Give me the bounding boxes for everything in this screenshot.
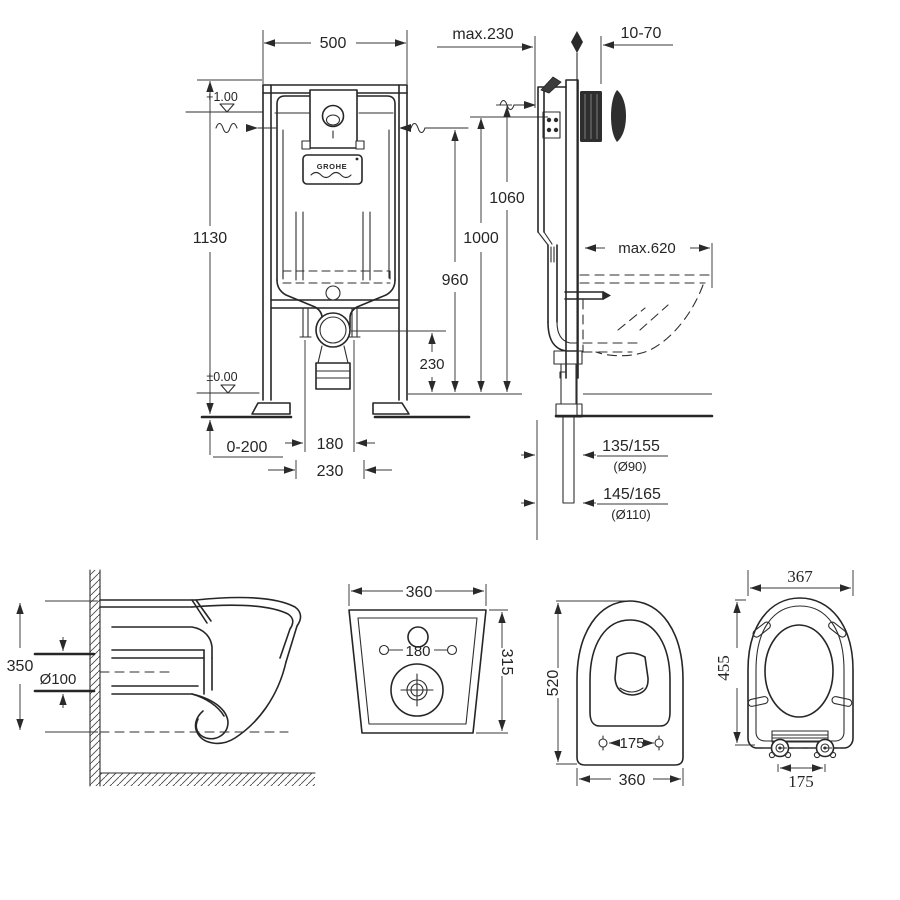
dim-inlet-diameter: Ø100 <box>40 671 77 688</box>
dim-wall-finish: 10-70 <box>621 25 662 42</box>
dim-foot-adjust: 0-200 <box>227 439 268 456</box>
dim-rear-bolt-spacing: 180 <box>405 643 430 660</box>
seat-hinges <box>763 730 840 759</box>
dim-actuation-min: 960 <box>442 272 469 289</box>
dim-seat-depth: 455 <box>714 655 733 681</box>
rear-bolt-hole-right <box>446 644 458 656</box>
bowl-rear-view: 360 180 315 <box>348 584 515 734</box>
dim-rear-height: 315 <box>498 649 515 676</box>
flush-valve-window <box>301 89 365 150</box>
dim-outlet-90: 135/155 <box>602 438 660 455</box>
rear-inlet-boss <box>390 663 444 717</box>
brand-label: GROHE <box>317 162 348 171</box>
dim-pipe-spacing: 230 <box>317 463 344 480</box>
floor-section <box>100 773 315 786</box>
rear-bolt-hole-left <box>378 644 390 656</box>
dim-plan-width: 360 <box>619 772 646 789</box>
level-zero-label: ±0.00 <box>206 370 237 384</box>
bowl-hidden-outline <box>579 274 713 357</box>
dim-plan-bolt-spacing: 175 <box>619 735 644 752</box>
dim-frame-width: 500 <box>320 35 347 52</box>
plan-bolt-right <box>654 738 664 748</box>
seat-opening <box>764 624 834 718</box>
plan-bolt-left <box>598 738 608 748</box>
side-rail <box>565 79 579 379</box>
rear-body <box>348 609 487 734</box>
actuation-arrow-side <box>499 99 536 111</box>
bowl-profile <box>99 596 302 745</box>
dim-bolt-spacing: 180 <box>317 436 344 453</box>
dim-actuation-max: 1060 <box>489 190 525 207</box>
actuation-arrow-right <box>399 122 469 134</box>
frame-foot-left <box>251 402 291 415</box>
drain-elbow <box>315 285 446 390</box>
seat-bumpers <box>747 621 853 707</box>
plan-outer-rim <box>576 600 684 766</box>
flush-plate <box>580 90 626 142</box>
frame-front-view: 500 1130 +1.00 ±0.00 <box>185 30 548 480</box>
dim-frame-height: 1130 <box>193 230 228 247</box>
grohe-badge: GROHE <box>302 154 363 185</box>
level-symbol-zero <box>220 384 236 394</box>
dim-bowl-height: 350 <box>7 658 34 675</box>
dim-rear-width: 360 <box>406 584 433 601</box>
dim-outlet-110: 145/165 <box>603 486 661 503</box>
actuation-arrow-left <box>215 122 278 134</box>
dim-seat-hinge-spacing: 175 <box>788 772 814 791</box>
dim-plan-depth: 520 <box>545 670 562 697</box>
seat-plan-view: 367 455 175 <box>714 567 854 791</box>
dim-frame-depth: max.230 <box>452 26 513 43</box>
frame-side-view: max.230 10-70 <box>437 25 714 540</box>
plan-water-spot <box>614 652 649 696</box>
bowl-bracket <box>564 291 604 300</box>
seat-outline <box>747 597 854 749</box>
dim-outlet-90-dia: (Ø90) <box>613 459 646 474</box>
wall-face-marker <box>571 31 583 53</box>
level-symbol-upper <box>219 103 235 113</box>
dim-bowl-reach: max.620 <box>618 240 676 257</box>
bowl-plan-view: 520 175 360 <box>545 600 684 789</box>
dim-seat-width: 367 <box>787 567 813 586</box>
level-upper-label: +1.00 <box>206 90 238 104</box>
actuator-plate <box>611 90 626 142</box>
frame-foot-right <box>372 402 410 415</box>
dim-outlet-height: 230 <box>419 356 444 373</box>
flush-valve-knob <box>321 104 345 128</box>
rear-drain-hole <box>407 626 429 648</box>
plan-inner-rim <box>589 619 671 727</box>
frame-rails <box>262 84 408 401</box>
wall-section <box>90 570 100 786</box>
cistern-profile <box>537 76 583 504</box>
dim-outlet-110-dia: (Ø110) <box>611 507 651 522</box>
bowl-side-view: 350 Ø100 <box>7 569 316 787</box>
dim-actuation-mid: 1000 <box>463 230 499 247</box>
